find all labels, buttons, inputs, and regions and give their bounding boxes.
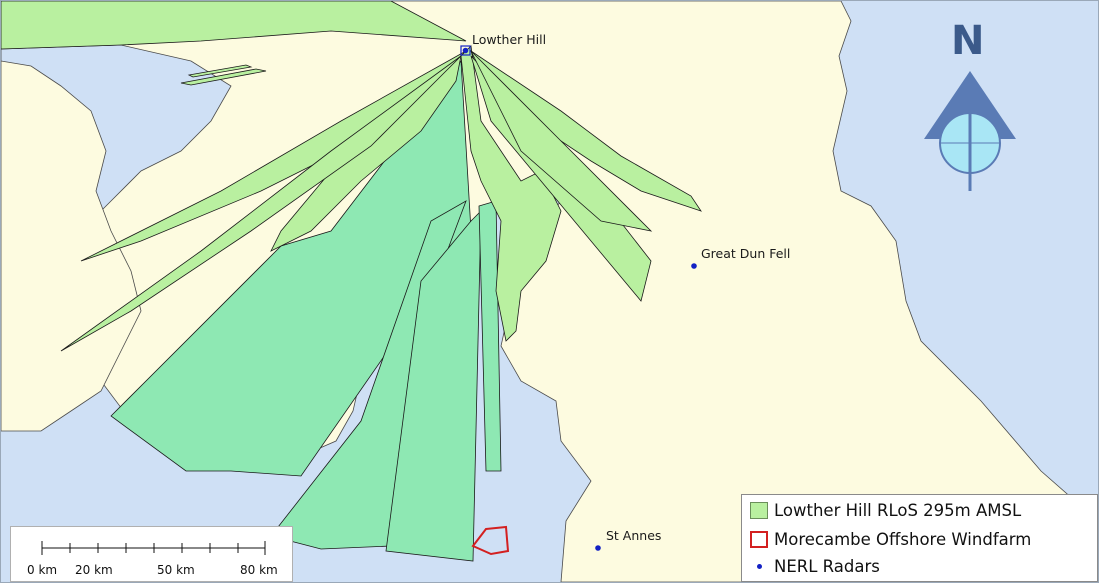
scale-label-50: 50 km	[157, 563, 195, 577]
land-west-coast	[1, 60, 142, 432]
windfarm-boundary	[471, 525, 510, 556]
windfarm-swatch	[750, 530, 768, 548]
legend-item-radars: NERL Radars	[750, 554, 880, 578]
scale-bar: 0 km 20 km 50 km 80 km	[10, 526, 293, 582]
radar-label-st-annes: St Annes	[606, 528, 661, 543]
legend-label-rlos: Lowther Hill RLoS 295m AMSL	[774, 500, 1022, 520]
legend-label-radars: NERL Radars	[774, 556, 880, 576]
map-legend: Lowther Hill RLoS 295m AMSL Morecambe Of…	[741, 494, 1098, 582]
legend-label-windfarm: Morecambe Offshore Windfarm	[774, 529, 1032, 549]
legend-item-rlos: Lowther Hill RLoS 295m AMSL	[750, 498, 1021, 522]
radar-label-lowther-hill: Lowther Hill	[472, 32, 546, 47]
north-arrow: N	[924, 18, 1016, 191]
radar-lowther-hill[interactable]: Lowther Hill	[460, 32, 546, 56]
scale-label-80: 80 km	[240, 563, 278, 577]
scale-label-0: 0 km	[27, 563, 57, 577]
radar-st-annes[interactable]: St Annes	[595, 528, 661, 551]
scale-label-20: 20 km	[75, 563, 113, 577]
sea-streaks	[180, 64, 267, 86]
radar-great-dun-fell[interactable]: Great Dun Fell	[691, 246, 790, 269]
north-arrow-letter: N	[951, 18, 984, 64]
radar-label-great-dun-fell: Great Dun Fell	[701, 246, 790, 261]
rlos-swatch	[750, 501, 768, 519]
legend-item-windfarm: Morecambe Offshore Windfarm	[750, 527, 1031, 551]
radar-dot-icon	[750, 563, 768, 569]
rlos-coverage	[1, 1, 702, 562]
